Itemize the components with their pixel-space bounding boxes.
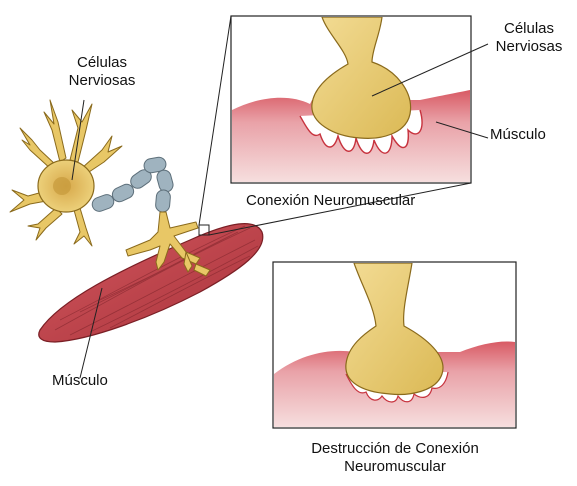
destruction-label-line1: Destrucción de Conexión xyxy=(280,440,510,458)
inset-muscle-label: Músculo xyxy=(490,126,546,144)
neuron-cells-label-line1: Células xyxy=(52,54,152,72)
axon xyxy=(90,156,174,213)
inset-destroyed-junction xyxy=(273,262,516,428)
inset-cells-label-line2: Nerviosas xyxy=(484,38,574,56)
inset-cells-label-line1: Células xyxy=(484,20,574,38)
neuron-cells-label: Células Nerviosas xyxy=(52,54,152,90)
destruction-label: Destrucción de Conexión Neuromuscular xyxy=(280,440,510,476)
inset-normal-junction xyxy=(231,16,471,183)
main-muscle-label: Músculo xyxy=(52,372,108,390)
junction-label: Conexión Neuromuscular xyxy=(246,192,415,210)
destruction-label-line2: Neuromuscular xyxy=(280,458,510,476)
inset-cells-label: Células Nerviosas xyxy=(484,20,574,56)
neuron-nucleus xyxy=(53,177,71,195)
neuron-cells-label-line2: Nerviosas xyxy=(52,72,152,90)
